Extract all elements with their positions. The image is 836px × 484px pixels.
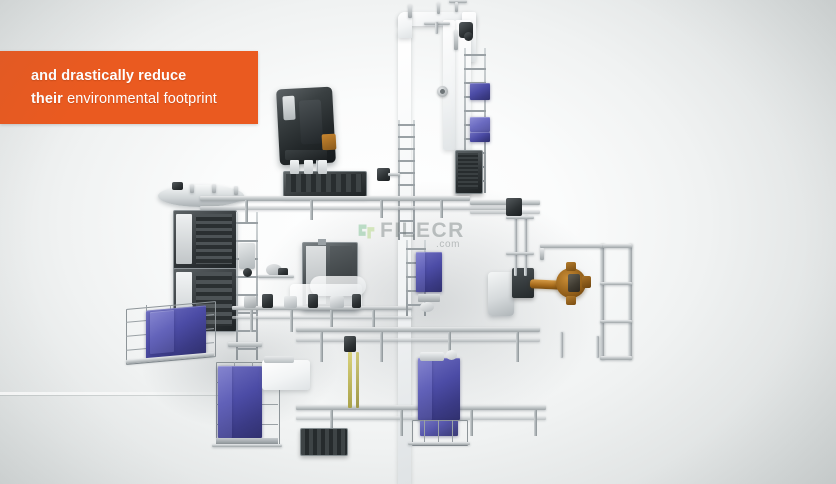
robot-cell-machine [488, 272, 514, 316]
caption-line-1: and drastically reduce [31, 67, 187, 84]
vertical-lift-tower [236, 212, 258, 360]
caption-line-2-regular: environmental footprint [67, 90, 217, 107]
stacked-crates [218, 366, 232, 438]
processing-machine [310, 276, 366, 296]
caption-line-2: their environmental footprint [31, 88, 258, 111]
stacked-crates [470, 132, 490, 142]
floor-wall-seam [0, 392, 250, 395]
stacked-crates [418, 358, 432, 420]
caption-banner: and drastically reduce their environment… [0, 51, 258, 124]
robot-controller [512, 268, 534, 298]
floor-wall-seam-line [0, 395, 250, 396]
dark-tray [300, 428, 348, 456]
stacked-crates [470, 83, 490, 100]
sensor-head [377, 168, 390, 181]
stacked-crates [416, 252, 425, 292]
vertical-conveyor-ladder [398, 120, 415, 240]
stacked-crates [470, 117, 490, 132]
processing-machine [262, 360, 310, 390]
caption-line-2-bold: their [31, 90, 63, 107]
stacked-crates [150, 309, 174, 355]
yellow-guide-rail [348, 352, 352, 408]
